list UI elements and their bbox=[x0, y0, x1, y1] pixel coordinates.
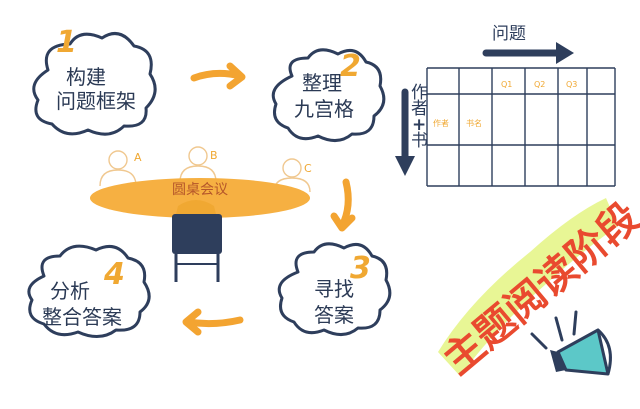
step-3-cloud bbox=[277, 242, 392, 336]
step-4-group: 4 分析 整合答案 bbox=[27, 244, 151, 338]
grid-side-arrow bbox=[395, 88, 415, 176]
step-2-label-line2: 九宫格 bbox=[294, 97, 354, 121]
step-3-number: 3 bbox=[350, 251, 371, 286]
grid-row-header-title: 书名 bbox=[466, 118, 482, 128]
step-4-label-line2: 整合答案 bbox=[42, 305, 122, 329]
grid-top-arrow bbox=[482, 42, 574, 64]
step-2-cloud bbox=[271, 48, 386, 142]
stamp-highlight bbox=[438, 198, 618, 376]
step-2-group: 2 整理 九宫格 bbox=[271, 48, 386, 142]
round-table-group: A B C 圆桌会议 bbox=[90, 146, 312, 282]
seat-label-a: A bbox=[134, 151, 142, 164]
grid-top-axis-label: 问题 bbox=[492, 24, 526, 44]
grid-side-axis-char-2: 者 bbox=[411, 99, 428, 119]
seat-label-c: C bbox=[304, 162, 312, 175]
step-2-label-line1: 整理 bbox=[302, 71, 342, 95]
step-1-cloud bbox=[32, 32, 157, 136]
grid-side-axis-char-3: 书 bbox=[411, 131, 428, 151]
step-4-number: 4 bbox=[103, 257, 125, 292]
grid-col-header-q1: Q1 bbox=[501, 80, 512, 89]
person-a bbox=[99, 150, 137, 187]
nine-grid-group: 问题 作 者 + 书 Q1 Q2 Q3 作者 书名 bbox=[395, 24, 616, 187]
grid-row-header-author: 作者 bbox=[433, 118, 449, 128]
step-3-label-line1: 寻找 bbox=[314, 277, 354, 301]
step-1-label-line2: 问题框架 bbox=[56, 89, 136, 113]
step-1-group: 1 构建 问题框架 bbox=[32, 25, 157, 136]
megaphone-icon bbox=[530, 310, 612, 376]
grid-col-header-q2: Q2 bbox=[534, 80, 545, 89]
step-1-number: 1 bbox=[56, 25, 77, 60]
round-table-label: 圆桌会议 bbox=[172, 182, 228, 198]
flow-arrow-3-to-4 bbox=[182, 308, 244, 336]
chair bbox=[172, 200, 222, 282]
person-b bbox=[179, 146, 217, 183]
flow-arrow-1-to-2 bbox=[190, 62, 246, 90]
step-4-cloud bbox=[27, 244, 151, 338]
grid-side-axis-plus: + bbox=[412, 115, 426, 135]
step-4-label-line1: 分析 bbox=[50, 279, 90, 303]
step-3-group: 3 寻找 答案 bbox=[277, 242, 392, 336]
step-1-label-line1: 构建 bbox=[66, 65, 106, 89]
round-table-top bbox=[90, 178, 310, 218]
grid-side-axis-char-1: 作 bbox=[411, 83, 428, 103]
grid-col-header-q3: Q3 bbox=[566, 80, 577, 89]
flow-arrow-2-to-3 bbox=[330, 178, 356, 232]
seat-label-b: B bbox=[210, 149, 218, 162]
step-2-number: 2 bbox=[340, 49, 361, 84]
grid-lines bbox=[426, 67, 616, 187]
step-3-label-line2: 答案 bbox=[314, 303, 354, 327]
